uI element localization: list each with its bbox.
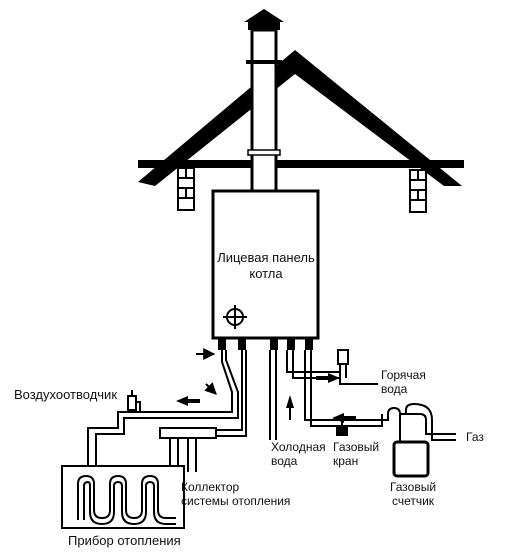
flow-arrow xyxy=(176,396,200,406)
flow-arrow xyxy=(204,382,217,395)
collector-line2: системы отопления xyxy=(181,494,291,508)
boiler xyxy=(211,189,320,350)
air-vent-label: Воздухоотводчик xyxy=(14,387,118,402)
gas-meter-label: Газовый счетчик xyxy=(378,480,448,508)
gas-label: Газ xyxy=(466,430,484,444)
gas-valve-line1: Газовый xyxy=(333,440,380,454)
collector-label: Коллектор системы отопления xyxy=(181,480,290,508)
gas-valve xyxy=(336,418,348,436)
gas-valve-line2: кран xyxy=(333,454,359,468)
collector-line1: Коллектор xyxy=(181,480,240,494)
hot-water-label: Горячая вода xyxy=(381,368,426,396)
gas-meter xyxy=(392,440,430,478)
air-vent xyxy=(127,390,137,411)
flow-arrow xyxy=(286,395,294,420)
cold-water-line1: Холодная xyxy=(271,440,326,454)
cold-water-label: Холодная вода xyxy=(271,440,326,468)
roof-beam xyxy=(138,160,464,168)
hot-water-line1: Горячая xyxy=(381,368,426,382)
boiler-connections xyxy=(218,338,313,350)
cold-water-line2: вода xyxy=(271,454,298,468)
flow-arrow xyxy=(332,413,356,423)
hot-water-valve xyxy=(337,349,349,365)
boiler-panel-label: Лицевая панель котла xyxy=(214,250,318,282)
hot-water-line2: вода xyxy=(381,382,408,396)
gas-valve-label: Газовый кран xyxy=(333,440,379,468)
brick-support-right xyxy=(409,169,427,213)
heater-label: Прибор отопления xyxy=(68,533,181,548)
gas-meter-line1: Газовый xyxy=(389,480,437,494)
roof xyxy=(138,50,464,186)
heater xyxy=(61,465,185,529)
utility-pipes xyxy=(269,350,456,444)
boiler-panel-line1: Лицевая панель xyxy=(217,250,315,265)
boiler-panel-line2: котла xyxy=(249,266,283,281)
brick-support-left xyxy=(177,167,195,211)
gas-meter-line2: счетчик xyxy=(391,494,435,508)
